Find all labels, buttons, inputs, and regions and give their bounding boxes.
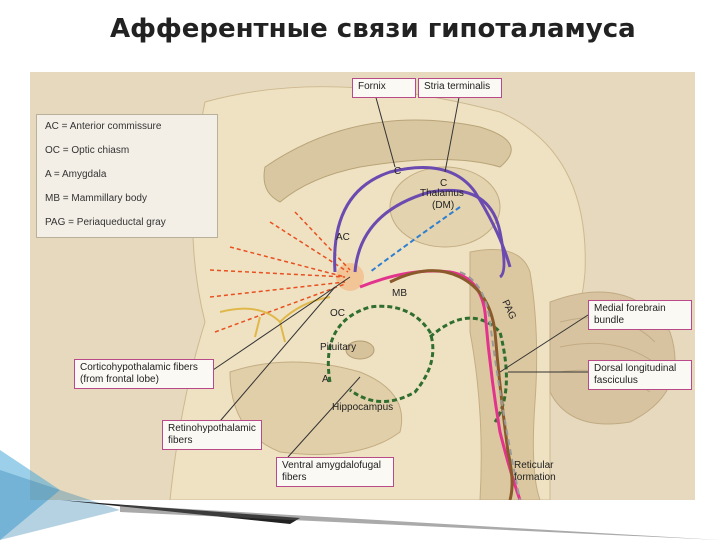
label-reticular-formation: formation: [514, 472, 556, 483]
callout-dorsal-longitudinal-fasciculus: Dorsal longitudinal fasciculus: [588, 360, 692, 390]
callout-corticohypothalamic: Corticohypothalamic fibers (from frontal…: [74, 359, 214, 389]
cortico-fiber-2: [229, 246, 346, 278]
cortico-fiber-1: [209, 269, 346, 278]
callout-fornix: Fornix: [352, 78, 416, 98]
leader-medial-forebrain: [499, 314, 589, 373]
label-a: A: [322, 374, 329, 385]
pituitary-shape: [345, 340, 375, 360]
corpus-callosum: [263, 119, 512, 203]
cortico-fiber-5: [214, 283, 346, 333]
leader-amygdalofugal: [287, 376, 361, 458]
legend-item-ac: AC = Anterior commissure: [45, 121, 162, 132]
callout-retinohypothalamic: Retinohypothalamic fibers: [162, 420, 262, 450]
callout-stria-terminalis: Stria terminalis: [418, 78, 502, 98]
deco-blue-left-2: [0, 470, 120, 540]
amygdalofugal-path: [326, 304, 435, 403]
leader-stria: [444, 91, 461, 173]
label-oc: OC: [330, 308, 345, 319]
leader-retino: [214, 286, 336, 428]
diagram-figure: AC = Anterior commissure OC = Optic chia…: [30, 72, 695, 500]
slide-bottom-decoration: [0, 450, 720, 540]
label-thalamus-dm: (DM): [432, 200, 455, 211]
label-c-fornix: C: [394, 166, 402, 177]
label-pituitary: Pituitary: [320, 342, 357, 353]
label-mb: MB: [392, 288, 407, 299]
amygdalofugal-path-2: [429, 316, 508, 423]
deco-blue-left: [0, 450, 60, 540]
stria-terminalis-path: [353, 188, 506, 279]
label-ac: AC: [336, 232, 350, 243]
abbreviation-legend: AC = Anterior commissure OC = Optic chia…: [36, 114, 218, 238]
fornix-path: [333, 166, 512, 273]
label-reticular: Reticular: [514, 460, 554, 471]
legend-item-mb: MB = Mammillary body: [45, 193, 147, 204]
reticular-dashed-path: [459, 271, 521, 500]
callout-medial-forebrain-bundle: Medial forebrain bundle: [588, 300, 692, 330]
cortico-fiber-4: [209, 281, 346, 298]
dorsal-longitudinal-path: [389, 269, 514, 500]
legend-item-a: A = Amygdala: [45, 169, 107, 180]
callout-ventral-amygdalofugal: Ventral amygdalofugal fibers: [276, 457, 394, 487]
label-hippocampus: Hippocampus: [332, 402, 394, 413]
blue-dashed-path: [369, 206, 461, 273]
leader-cortico: [209, 276, 351, 373]
label-c-stria: C: [440, 178, 448, 189]
brain-sagittal-illustration: [30, 72, 695, 500]
corticohypothalamic-fibers: [209, 211, 351, 333]
label-thalamus: Thalamus: [420, 188, 464, 199]
retinohypothalamic-fibers: [219, 296, 331, 343]
legend-item-pag: PAG = Periaqueductal gray: [45, 217, 166, 228]
slide-title: Афферентные связи гипоталамуса: [110, 14, 636, 44]
legend-item-oc: OC = Optic chiasm: [45, 145, 130, 156]
leader-fornix: [374, 93, 396, 168]
cortico-fiber-6: [294, 211, 351, 271]
deco-gray-stroke: [120, 505, 720, 540]
leader-lines: [209, 91, 589, 458]
